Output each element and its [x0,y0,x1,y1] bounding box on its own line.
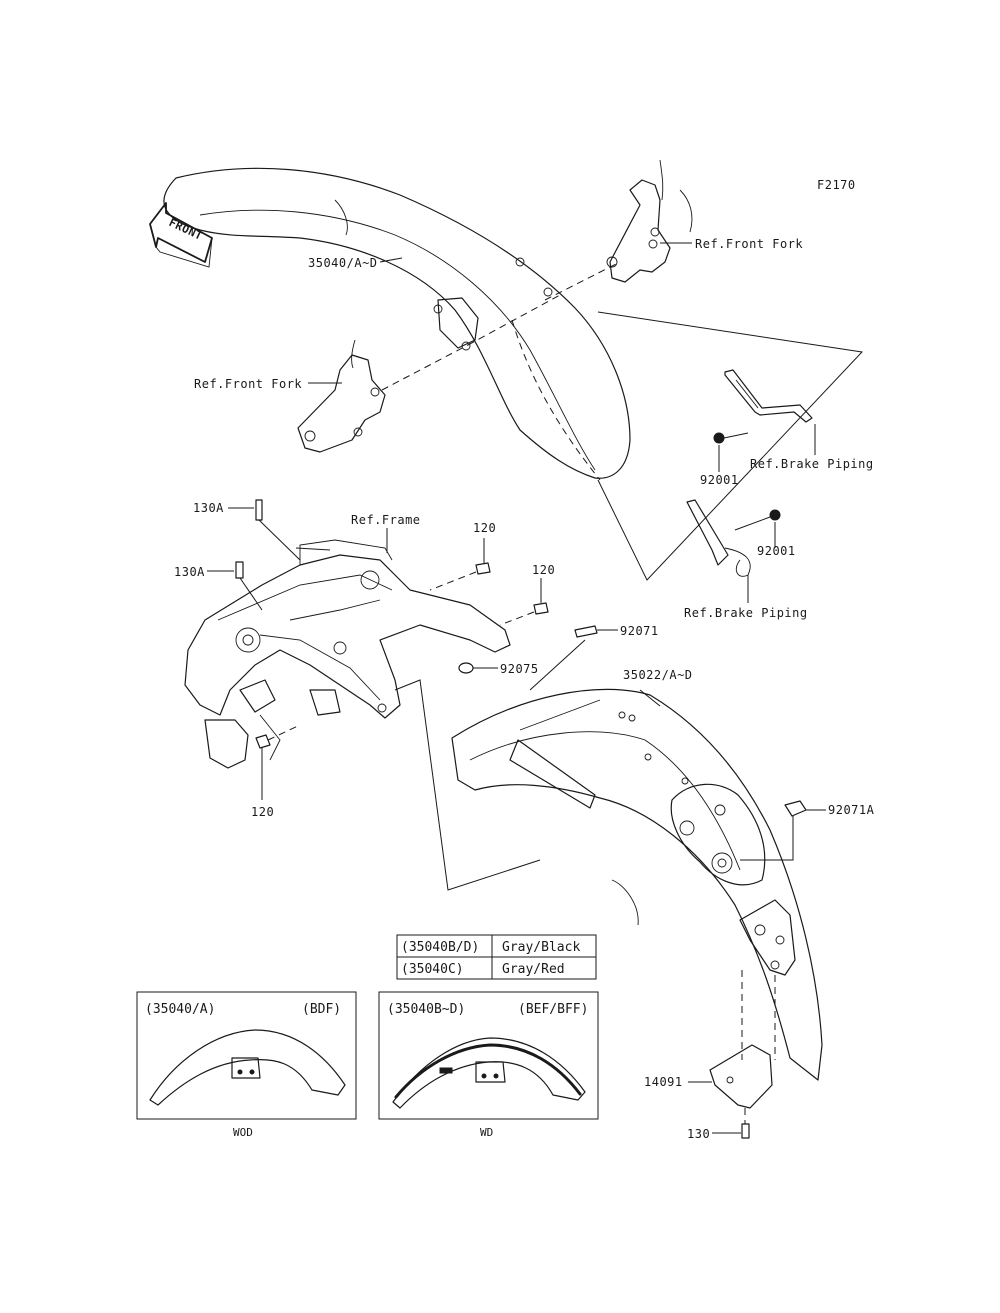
bolt-130a-lower-drawing: 130A [174,561,263,611]
color-table: (35040B/D) Gray/Black (35040C) Gray/Red [396,934,597,980]
front-fork-left-drawing: Ref.Front Fork [194,339,386,453]
part-14091-label: 14091 [644,1075,683,1089]
front-arrow-icon: FRONT [149,202,213,268]
variant-wd-spec: (BEF/BFF) [518,1002,588,1017]
frame-drawing: Ref.Frame [184,513,511,769]
brake-clamp-lower-drawing: 92001 Ref.Brake Piping [684,499,808,620]
bolt-92001-upper-label: 92001 [700,473,739,487]
part-92071-drawing: 92071 [529,624,659,691]
part-92071a-drawing: 92071A [740,800,875,861]
part-92075-drawing: 92075 [458,662,539,676]
bolt-120-a-label: 120 [473,521,496,535]
part-92075-label: 92075 [500,662,539,676]
part-14091-drawing: 14091 130 [644,1044,773,1141]
variant-wd-code: (35040B~D) [387,1002,465,1017]
front-fender-drawing [163,167,631,479]
ref-front-fork-right-label: Ref.Front Fork [695,237,803,251]
color-table-code-1: (35040B/D) [401,940,479,955]
ref-front-fork-left-label: Ref.Front Fork [194,377,302,391]
variant-box-wd: (35040B~D) (BEF/BFF) WD [378,991,599,1139]
variant-wod-code: (35040/A) [145,1002,215,1017]
color-table-code-2: (35040C) [401,962,464,977]
variant-wod-caption: WOD [233,1126,253,1139]
bolt-130a-upper-drawing: 130A [193,499,301,561]
part-92071-label: 92071 [620,624,659,638]
variant-box-wod: (35040/A) (BDF) WOD [136,991,357,1139]
front-fender-label: 35040/A~D [308,256,378,270]
front-fork-right-drawing: Ref.Front Fork [606,159,803,283]
bolt-120-b-label: 120 [532,563,555,577]
part-92071a-label: 92071A [828,803,875,817]
bolt-120-a-drawing: 120 [429,521,496,591]
bolt-92001-lower-label: 92001 [757,544,796,558]
bolt-120-c-label: 120 [251,805,274,819]
figure-code: F2170 [817,178,856,192]
variant-wod-spec: (BDF) [302,1002,341,1017]
ref-brake-piping-lower-label: Ref.Brake Piping [684,606,808,620]
rear-fender-drawing: 35022/A~D [451,668,823,1081]
bolt-120-b-drawing: 120 [499,563,555,626]
bolt-130a-lower-label: 130A [174,565,205,579]
rear-fender-label: 35022/A~D [623,668,693,682]
ref-frame-label: Ref.Frame [351,513,421,527]
variant-wd-caption: WD [480,1126,493,1139]
bolt-130-label: 130 [687,1127,710,1141]
color-table-color-2: Gray/Red [502,962,565,977]
ref-brake-piping-upper-label: Ref.Brake Piping [750,457,874,471]
color-table-color-1: Gray/Black [502,940,580,955]
bolt-130a-upper-label: 130A [193,501,224,515]
brake-clamp-upper-drawing: 92001 Ref.Brake Piping [700,369,874,487]
bolt-120-c-drawing: 120 [251,724,301,819]
